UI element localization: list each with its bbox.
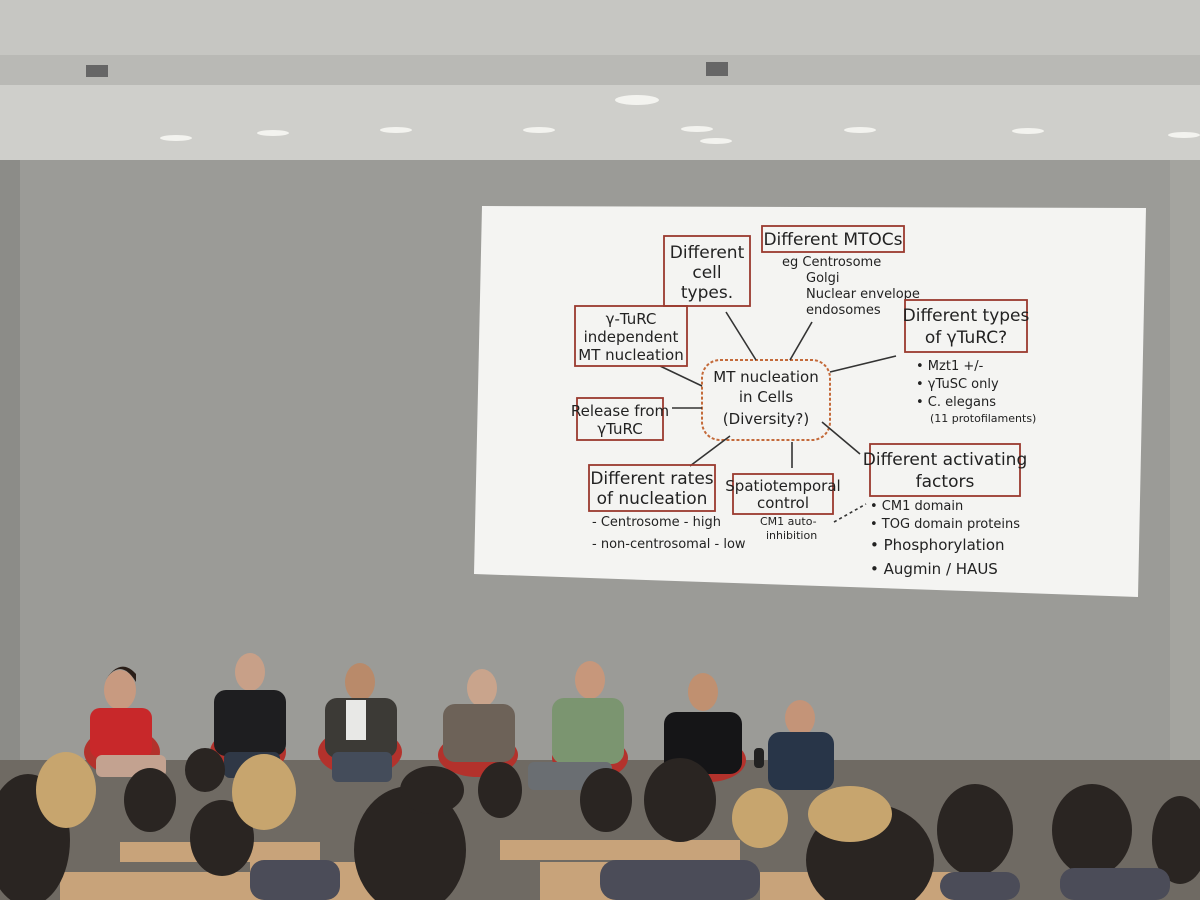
release-1: Release from: [571, 402, 669, 420]
independent-3: MT nucleation: [578, 346, 683, 364]
release-2: γTuRC: [597, 420, 642, 438]
activating-item-1: • CM1 domain: [870, 499, 963, 514]
box-spatiotemporal: [732, 473, 834, 515]
mtocs-title: Different MTOCs: [763, 230, 902, 250]
mtocs-item-1: eg Centrosome: [782, 255, 881, 270]
ceiling-lights: [160, 95, 1200, 144]
rates-item-2: - non-centrosomal - low: [592, 537, 746, 552]
audience: [0, 748, 1200, 900]
yturc-item-4: (11 protofilaments): [930, 412, 1036, 425]
center-line-1: MT nucleation: [713, 368, 818, 386]
activating-title-1: Different activating: [863, 450, 1028, 470]
center-line-3: (Diversity?): [723, 410, 809, 428]
slide-diagram: MT nucleation in Cells (Diversity?) Diff…: [571, 225, 1036, 578]
box-yturc-types: [904, 299, 1028, 353]
yturc-item-2: • γTuSC only: [916, 377, 999, 392]
box-cell-types: [663, 235, 751, 307]
yturc-item-3: • C. elegans: [916, 395, 996, 410]
activating-item-4: • Augmin / HAUS: [870, 560, 998, 578]
rates-title-2: of nucleation: [597, 489, 708, 509]
yturc-title-1: Different types: [903, 306, 1030, 326]
cell-types-2: cell: [692, 263, 721, 283]
ceiling-beam: [0, 55, 1200, 85]
center-line-2: in Cells: [739, 388, 793, 406]
independent-2: independent: [584, 328, 679, 346]
mtocs-item-4: endosomes: [806, 303, 881, 318]
center-cloud: [701, 359, 831, 441]
spatio-item-2: inhibition: [766, 529, 817, 542]
spatio-title-1: Spatiotemporal: [725, 477, 840, 495]
spatio-item-1: CM1 auto-: [760, 515, 817, 528]
diagram-arrows: [659, 311, 897, 523]
box-activating: [869, 443, 1021, 497]
rates-title-1: Different rates: [590, 469, 713, 489]
box-rates: [588, 464, 716, 512]
cell-types-3: types.: [681, 283, 733, 303]
box-mtocs: [761, 225, 905, 253]
activating-item-2: • TOG domain proteins: [870, 517, 1020, 532]
activating-title-2: factors: [916, 472, 975, 492]
box-release: [576, 397, 664, 441]
projection-screen: [474, 206, 1146, 597]
box-independent: [574, 305, 688, 367]
independent-1: γ-TuRC: [606, 310, 657, 328]
mtocs-item-2: Golgi: [806, 271, 840, 286]
spatio-title-2: control: [757, 494, 809, 512]
yturc-item-1: • Mzt1 +/-: [916, 359, 984, 374]
mtocs-item-3: Nuclear envelope: [806, 287, 920, 302]
cell-types-1: Different: [670, 243, 745, 263]
rates-item-1: - Centrosome - high: [592, 515, 721, 530]
activating-item-3: • Phosphorylation: [870, 536, 1005, 554]
yturc-title-2: of γTuRC?: [925, 328, 1007, 348]
